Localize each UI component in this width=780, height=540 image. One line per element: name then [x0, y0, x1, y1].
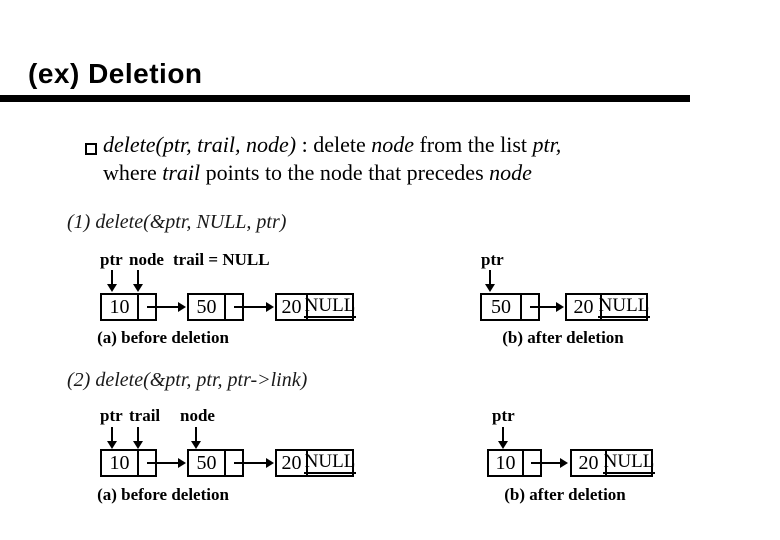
next-arrow [530, 302, 564, 312]
next-arrow [147, 458, 186, 468]
before-caption: (a) before deletion [97, 485, 229, 504]
ptr-down-arrow [498, 427, 508, 449]
bullet-seg: : delete [296, 132, 372, 157]
ptr-label: ptr [481, 250, 504, 269]
after-caption: (b) after deletion [504, 485, 626, 504]
page-title: (ex) Deletion [28, 58, 203, 89]
null-text: NULL [303, 451, 357, 474]
ptr-down-arrow [107, 270, 117, 292]
node-down-arrow [133, 270, 143, 292]
null-text: NULL [303, 295, 357, 318]
before-caption: (a) before deletion [97, 328, 229, 347]
data-cell: 50 [189, 295, 226, 319]
bullet-seg: ptr, [532, 132, 562, 157]
next-arrow [147, 302, 186, 312]
bullet-square-icon [85, 143, 97, 155]
title-underline [0, 95, 690, 102]
trail-down-arrow [133, 427, 143, 449]
next-arrow [531, 458, 568, 468]
data-cell: 10 [102, 295, 139, 319]
node-box: 20 NULL [565, 293, 651, 321]
ptr-label: ptr [492, 406, 515, 425]
data-cell: 10 [102, 451, 139, 475]
data-cell: 20 [572, 451, 607, 475]
bullet-seg: points to the node that precedes [200, 160, 490, 185]
bullet-seg: where [103, 160, 163, 185]
node-label: node [129, 250, 164, 269]
bullet-text: delete(ptr, trail, node) : delete node f… [103, 131, 561, 187]
data-cell: 10 [489, 451, 524, 475]
data-cell: 50 [482, 295, 522, 319]
node-label: node [180, 406, 215, 425]
ptr-down-arrow [107, 427, 117, 449]
trail-label: trail [129, 406, 161, 425]
null-text: NULL [602, 451, 656, 474]
bullet-seg: node [371, 132, 414, 157]
null-text: NULL [597, 295, 651, 318]
node-box: 20 NULL [275, 293, 357, 321]
null-cell: NULL [597, 295, 651, 319]
null-cell: NULL [602, 451, 656, 475]
bullet-line-2: where trail points to the node that prec… [103, 159, 561, 187]
node-box: 20 NULL [570, 449, 656, 477]
data-cell: 50 [189, 451, 226, 475]
trail-null-label: trail = NULL [173, 250, 270, 269]
ptr-down-arrow [485, 270, 495, 292]
null-cell: NULL [303, 295, 357, 319]
bullet-line-1: delete(ptr, trail, node) : delete node f… [103, 131, 561, 159]
data-cell: 20 [567, 295, 602, 319]
section-2-heading: (2) delete(&ptr, ptr, ptr->link) [67, 369, 308, 391]
data-cell: 20 [277, 295, 308, 319]
bullet-seg: trail [162, 160, 201, 185]
section-1-heading: (1) delete(&ptr, NULL, ptr) [67, 211, 287, 233]
bullet-seg: from the list [413, 132, 533, 157]
node-down-arrow [191, 427, 201, 449]
bullet-seg: delete(ptr, trail, node) [103, 132, 297, 157]
bullet-seg: node [489, 160, 532, 185]
next-arrow [234, 302, 274, 312]
null-cell: NULL [303, 451, 357, 475]
ptr-label: ptr [100, 406, 123, 425]
data-cell: 20 [277, 451, 308, 475]
after-caption: (b) after deletion [502, 328, 624, 347]
next-arrow [234, 458, 274, 468]
ptr-label: ptr [100, 250, 123, 269]
node-box: 20 NULL [275, 449, 357, 477]
